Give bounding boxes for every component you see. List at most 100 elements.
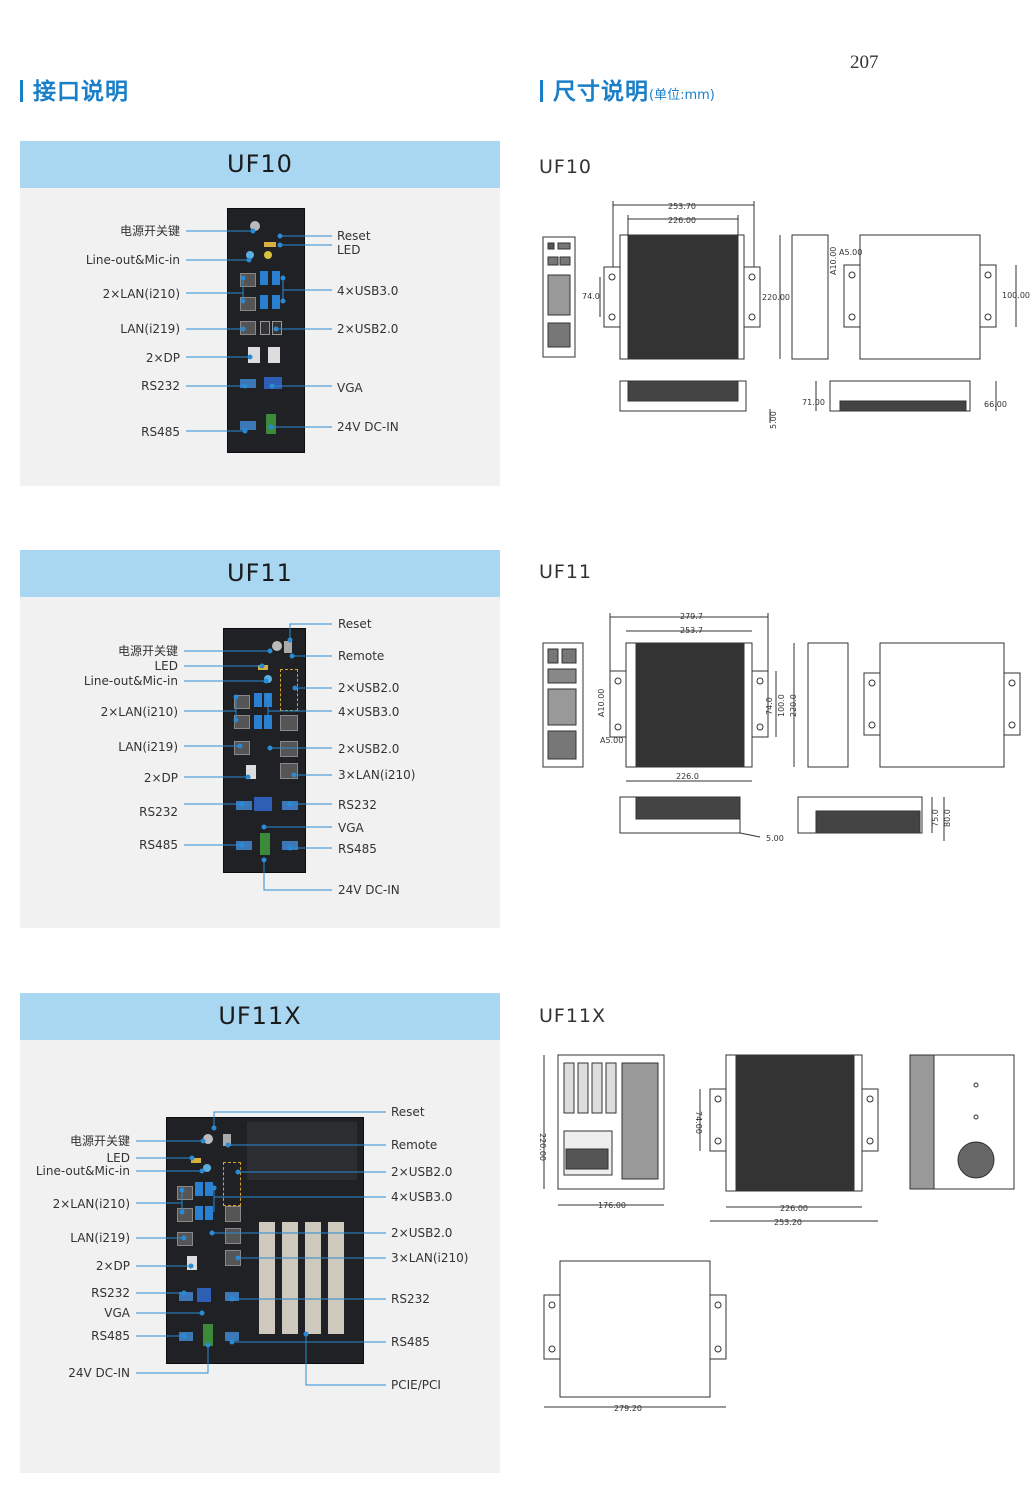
dim-label: 66.00 — [984, 400, 1007, 409]
rs485-port-icon — [225, 1332, 239, 1341]
pcie-slot-icon — [328, 1222, 344, 1334]
callout-label: 电源开关键 — [119, 224, 180, 238]
rs485-port-icon — [240, 421, 256, 430]
usb3-port-icon — [205, 1206, 213, 1220]
callout-label: Line-out&Mic-in — [83, 674, 178, 688]
callout-label: 3×LAN(i210) — [338, 768, 416, 782]
usb3-port-icon — [205, 1182, 213, 1196]
dim-label: 279.7 — [680, 612, 703, 621]
callout-label: 2×LAN(i210) — [52, 1197, 130, 1211]
callout-label: 24V DC-IN — [337, 420, 399, 434]
callout-label: VGA — [337, 381, 363, 395]
callout-label: LAN(i219) — [118, 740, 178, 754]
callout-label: PCIE/PCI — [391, 1378, 441, 1392]
audio-jack-icon — [264, 675, 272, 683]
callout-label: RS485 — [141, 425, 180, 439]
callout-label: RS232 — [91, 1286, 130, 1300]
callout-label: 2×DP — [95, 1259, 130, 1273]
uf11-dimension-label: UF11 — [539, 561, 593, 583]
usb2-port-icon — [223, 1162, 241, 1206]
pcie-slot-icon — [282, 1222, 298, 1334]
dim-label: 226.00 — [780, 1204, 808, 1213]
power-button-icon — [250, 221, 260, 231]
lan-port-icon — [280, 741, 298, 757]
callout-label: 3×LAN(i210) — [391, 1251, 469, 1265]
dim-label: 253.70 — [668, 202, 696, 211]
pcie-slot-icon — [305, 1222, 321, 1334]
usb3-port-icon — [195, 1206, 203, 1220]
dim-label: 74.00 — [694, 1111, 703, 1134]
callout-label: 2×USB2.0 — [391, 1165, 453, 1179]
dim-label: 100.00 — [1002, 291, 1030, 300]
dim-label: 74.0 — [582, 292, 600, 301]
dim-label: 279.20 — [614, 1404, 642, 1413]
usb3-port-icon — [260, 295, 268, 309]
callout-label: Reset — [337, 229, 371, 243]
callout-label: LAN(i219) — [70, 1231, 130, 1245]
uf11x-dimension-label: UF11X — [539, 1005, 607, 1027]
led-icon — [191, 1158, 201, 1163]
dim-label: A10.00 — [829, 247, 838, 275]
callout-label: RS485 — [391, 1335, 430, 1349]
uf11-device-image — [223, 628, 306, 873]
callout-label: VGA — [338, 821, 364, 835]
dim-label: A5.00 — [600, 736, 623, 745]
callout-label: VGA — [104, 1306, 130, 1320]
callout-label: RS232 — [139, 805, 178, 819]
dimension-unit: (单位:mm) — [649, 88, 715, 103]
callout-label: LED — [337, 243, 361, 257]
callout-label: 2×USB2.0 — [337, 322, 399, 336]
dim-label: 220.0 — [789, 694, 798, 717]
dc-in-connector-icon — [260, 833, 270, 855]
lan-port-icon — [225, 1206, 241, 1222]
callout-label: 4×USB3.0 — [337, 284, 399, 298]
callout-label: Reset — [391, 1105, 425, 1119]
dim-label: 100.0 — [777, 694, 786, 717]
callout-label: LED — [106, 1151, 130, 1165]
callout-label: 2×USB2.0 — [391, 1226, 453, 1240]
vent-grille-icon — [247, 1122, 357, 1180]
audio-jack-icon — [264, 251, 272, 259]
callout-label: RS232 — [391, 1292, 430, 1306]
dimension-title-text: 尺寸说明 — [553, 79, 649, 105]
callout-label: LED — [154, 659, 178, 673]
uf11x-panel-header: UF11X — [20, 993, 500, 1040]
callout-label: 电源开关键 — [117, 644, 178, 658]
dim-label: 5.00 — [769, 411, 778, 429]
callout-label: 2×DP — [145, 351, 180, 365]
uf11x-dimension-drawing: 220.00 176.00 74.00 226.00 253.20 279.20 — [538, 1054, 1015, 1413]
usb3-port-icon — [195, 1182, 203, 1196]
usb3-port-icon — [254, 693, 262, 707]
power-button-icon — [203, 1134, 213, 1144]
dp-port-icon — [246, 765, 256, 779]
callout-label: RS485 — [139, 838, 178, 852]
callout-label: 2×DP — [143, 771, 178, 785]
callout-label: RS232 — [141, 379, 180, 393]
uf10-dimension-drawing: 253.70 226.00 74.0 220.00 A5.00 A10.00 1… — [542, 201, 1030, 429]
dim-label: 253.7 — [680, 626, 703, 635]
dim-label: 71.00 — [802, 398, 825, 407]
dim-label: 226.0 — [676, 772, 699, 781]
title-bar-icon — [540, 80, 543, 102]
interface-title-text: 接口说明 — [33, 79, 129, 105]
callout-label: RS485 — [338, 842, 377, 856]
dim-label: 220.00 — [538, 1133, 547, 1161]
audio-jack-icon — [203, 1164, 211, 1172]
dimension-section-title: 尺寸说明(单位:mm) — [540, 72, 715, 106]
dim-label: 220.00 — [762, 293, 790, 302]
dim-label: A10.00 — [597, 689, 606, 717]
usb3-port-icon — [272, 271, 280, 285]
dim-label: 74.0 — [765, 697, 774, 715]
callout-label: 24V DC-IN — [68, 1366, 130, 1380]
callout-label: 24V DC-IN — [338, 883, 400, 897]
dp-port-icon — [268, 347, 280, 363]
uf11-dimension-drawing: 279.7 253.7 A10.00 A5.00 74.0 100.0 220.… — [542, 612, 1021, 843]
usb3-port-icon — [254, 715, 262, 729]
callout-label: Remote — [338, 649, 385, 663]
usb2-port-icon — [260, 321, 270, 335]
uf11-panel-header: UF11 — [20, 550, 500, 597]
title-bar-icon — [20, 80, 23, 102]
power-button-icon — [272, 641, 282, 651]
dc-in-connector-icon — [266, 414, 276, 434]
